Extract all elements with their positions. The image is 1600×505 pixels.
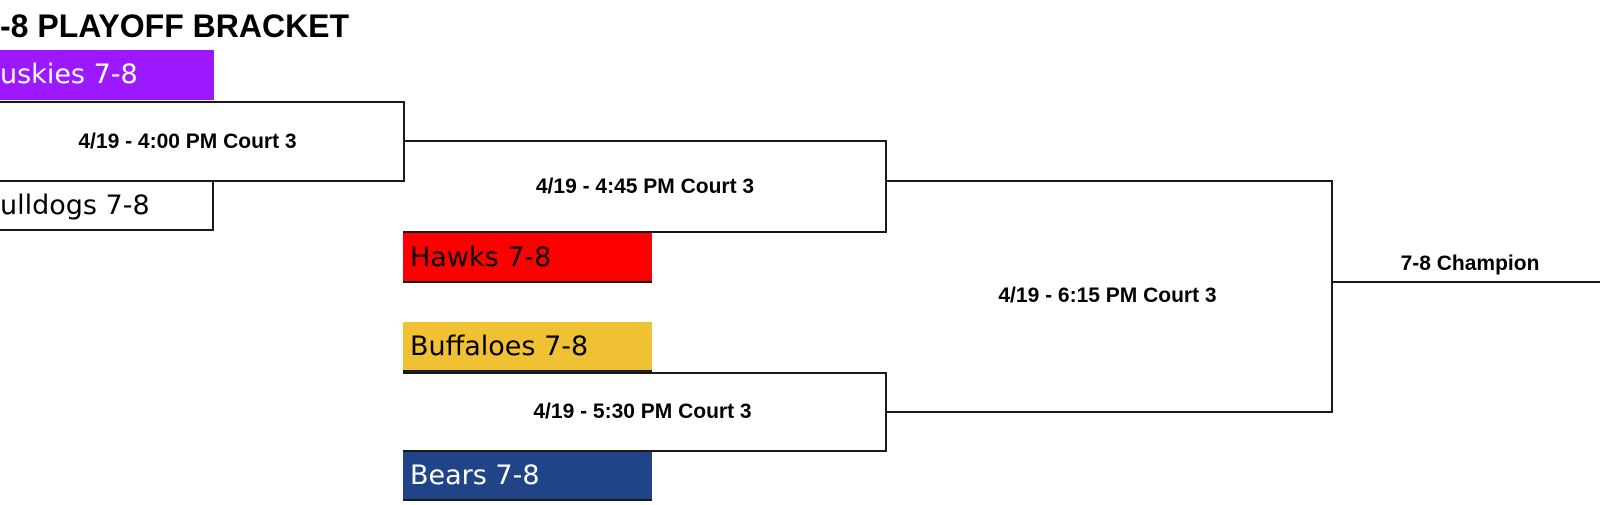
bracket-line (0, 101, 405, 103)
game-label-g3: 4/19 - 5:30 PM Court 3 (533, 400, 752, 423)
bracket-line (885, 180, 1333, 182)
bracket-line (403, 231, 887, 233)
team-bears: Bears 7-8 (403, 451, 652, 501)
bracket-line (403, 372, 887, 374)
champion-label: 7-8 Champion (1400, 252, 1540, 275)
bracket-line (403, 450, 887, 452)
champion-line (1331, 281, 1600, 283)
game-label-g1: 4/19 - 4:00 PM Court 3 (78, 130, 297, 153)
team-hawks: Hawks 7-8 (403, 233, 652, 283)
bracket-line (885, 140, 887, 233)
bracket-line (0, 180, 405, 182)
game-label-final: 4/19 - 6:15 PM Court 3 (998, 284, 1217, 307)
bracket-line (885, 411, 1333, 413)
game-label-g2: 4/19 - 4:45 PM Court 3 (535, 175, 755, 198)
team-buffaloes: Buffaloes 7-8 (403, 322, 652, 372)
bracket-line (403, 140, 887, 142)
bracket-title: -8 PLAYOFF BRACKET (0, 8, 350, 44)
bracket-line (1331, 180, 1333, 413)
team-bulldogs: ulldogs 7-8 (0, 181, 214, 231)
team-huskies: uskies 7-8 (0, 50, 214, 100)
